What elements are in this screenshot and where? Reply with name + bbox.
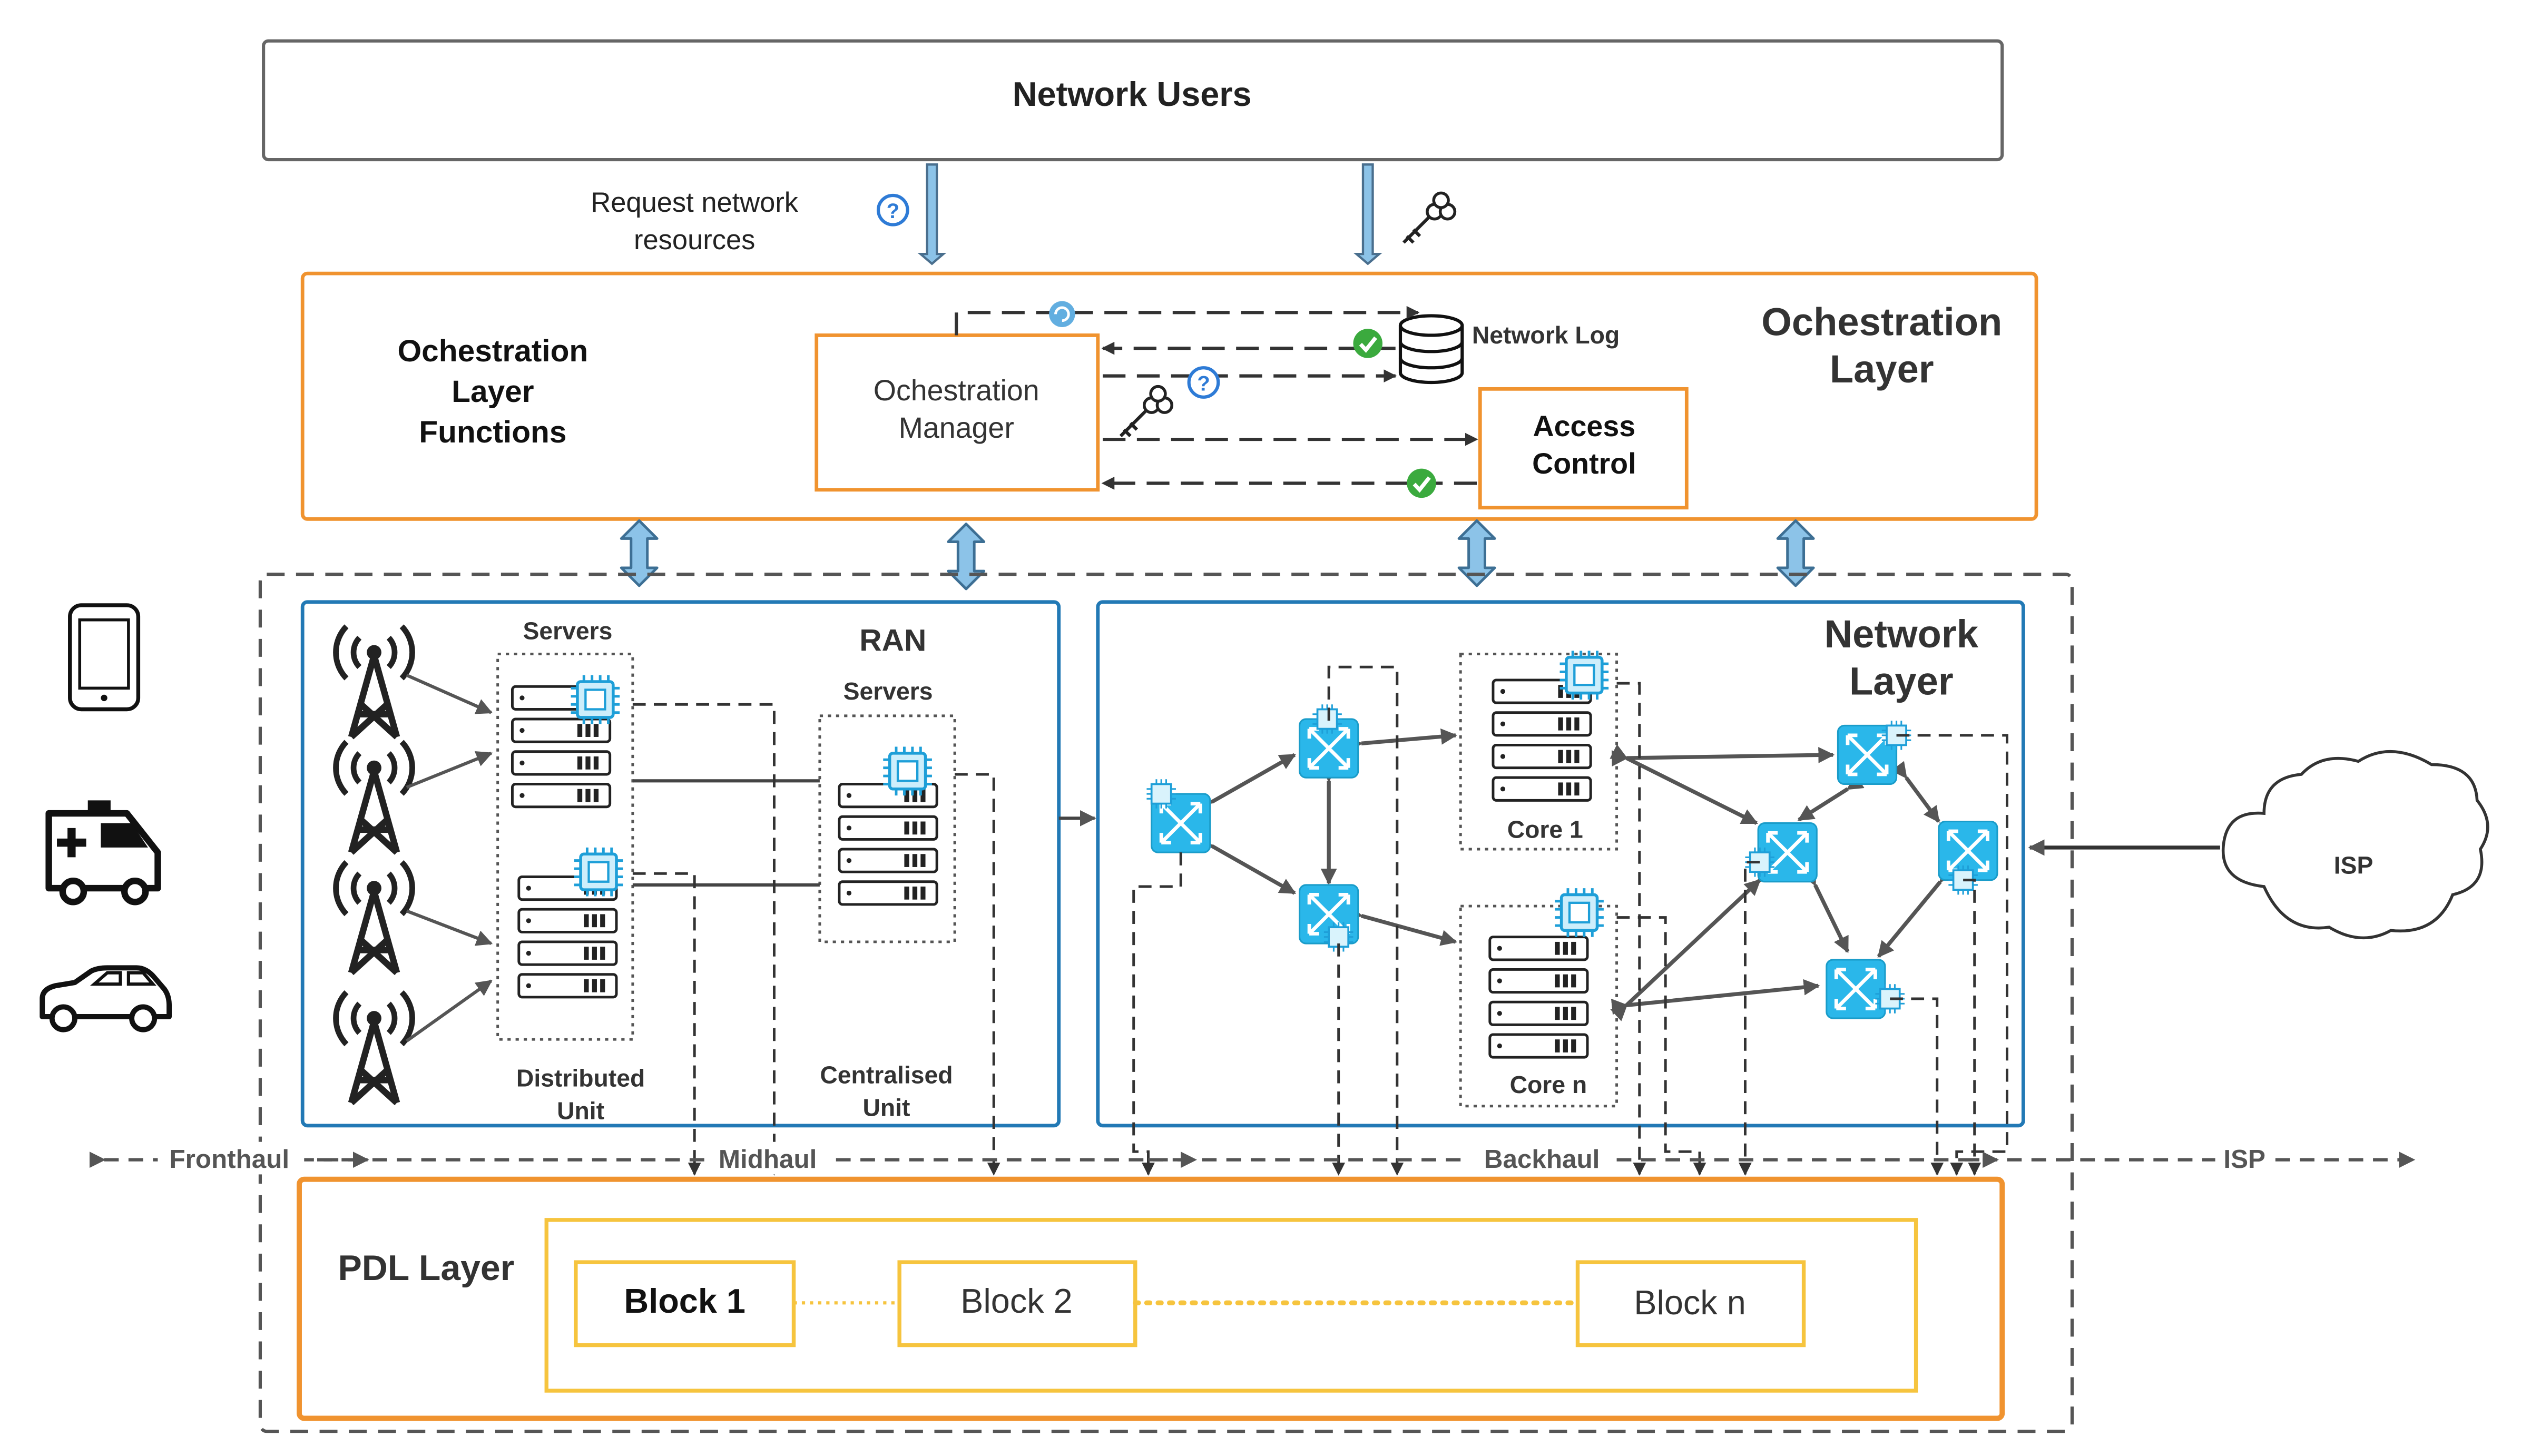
check-icon [1407,469,1436,498]
centralised-unit-box [818,714,956,943]
network-users-box: Network Users [262,39,2004,162]
double-arrow-icon [948,524,984,589]
network-log-label: Network Log [1472,321,1620,349]
ambulance-icon [45,800,161,906]
cpu-chip-icon [574,848,623,897]
orchestration-functions-line2: Layer [452,375,534,409]
ran-title: RAN [859,623,926,657]
pdl-layer-title: PDL Layer [338,1248,514,1288]
tower-links [405,673,493,1042]
access-control-line1: Access [1533,410,1636,442]
block-n-label: Block n [1634,1283,1746,1322]
cu-label-line2: Unit [862,1094,910,1121]
request-label-line1: Request network [591,187,798,218]
question-icon [878,195,908,225]
network-users-title: Network Users [1013,75,1252,113]
network-switch-icon [1300,885,1358,953]
orchestration-manager-line1: Ochestration [874,374,1039,407]
infrastructure-boundary [258,573,2074,1433]
pdl-connections [632,665,2008,1176]
block-2: Block 2 [897,1260,1137,1347]
access-control-line2: Control [1532,447,1636,480]
key-icon [1404,193,1455,242]
check-icon [1353,329,1382,358]
orchestration-flows [955,306,1478,490]
block-1-label: Block 1 [624,1282,745,1320]
cu-servers-label: Servers [843,677,933,705]
orchestration-manager-box: Ochestration Manager [815,333,1100,492]
cpu-chip-icon [1555,888,1604,937]
cu-label-line1: Centralised [820,1061,953,1089]
core-n-box [1459,904,1618,1108]
du-label-line1: Distributed [516,1065,645,1092]
midhaul-label: Midhaul [719,1145,817,1174]
access-control-box: Access Control [1478,387,1689,510]
backhaul-label: Backhaul [1484,1145,1600,1174]
network-layer-title-line1: Network [1824,612,1979,656]
cloud-icon: ISP [2221,750,2489,940]
cpu-chip-icon [883,747,932,796]
question-icon [1189,368,1219,397]
orchestration-functions-line1: Ochestration [398,334,588,368]
fronthaul-label: Fronthaul [169,1145,289,1174]
orchestration-layer-title-line1: Ochestration [1761,300,2002,343]
cpu-chip-icon [571,675,620,724]
orchestration-manager-line2: Manager [899,411,1014,444]
car-icon [40,965,172,1032]
network-layer-title-line2: Layer [1849,660,1954,703]
block-2-label: Block 2 [960,1282,1073,1320]
haul-labels: Fronthaul Midhaul Backhaul ISP [158,1142,2274,1175]
distributed-unit-box [496,653,634,1041]
request-label-line2: resources [634,224,755,255]
request-arrows [917,163,1382,265]
network-links [1195,728,1956,1021]
orchestration-functions-line3: Functions [419,415,566,449]
du-cu-links [632,779,820,887]
orchestration-layer-title-line2: Layer [1830,347,1934,391]
smartphone-icon [68,603,141,712]
block-1: Block 1 [574,1260,796,1347]
block-n: Block n [1575,1260,1806,1347]
cpu-chip-icon [1560,651,1609,700]
core-n-label: Core n [1510,1071,1587,1098]
sync-icon [1049,301,1075,328]
core-1-label: Core 1 [1507,815,1583,843]
isp-cloud-label: ISP [2334,851,2373,879]
du-servers-label: Servers [523,617,612,645]
du-label-line2: Unit [557,1097,604,1124]
database-icon [1398,314,1464,385]
isp-haul-label: ISP [2223,1145,2265,1174]
